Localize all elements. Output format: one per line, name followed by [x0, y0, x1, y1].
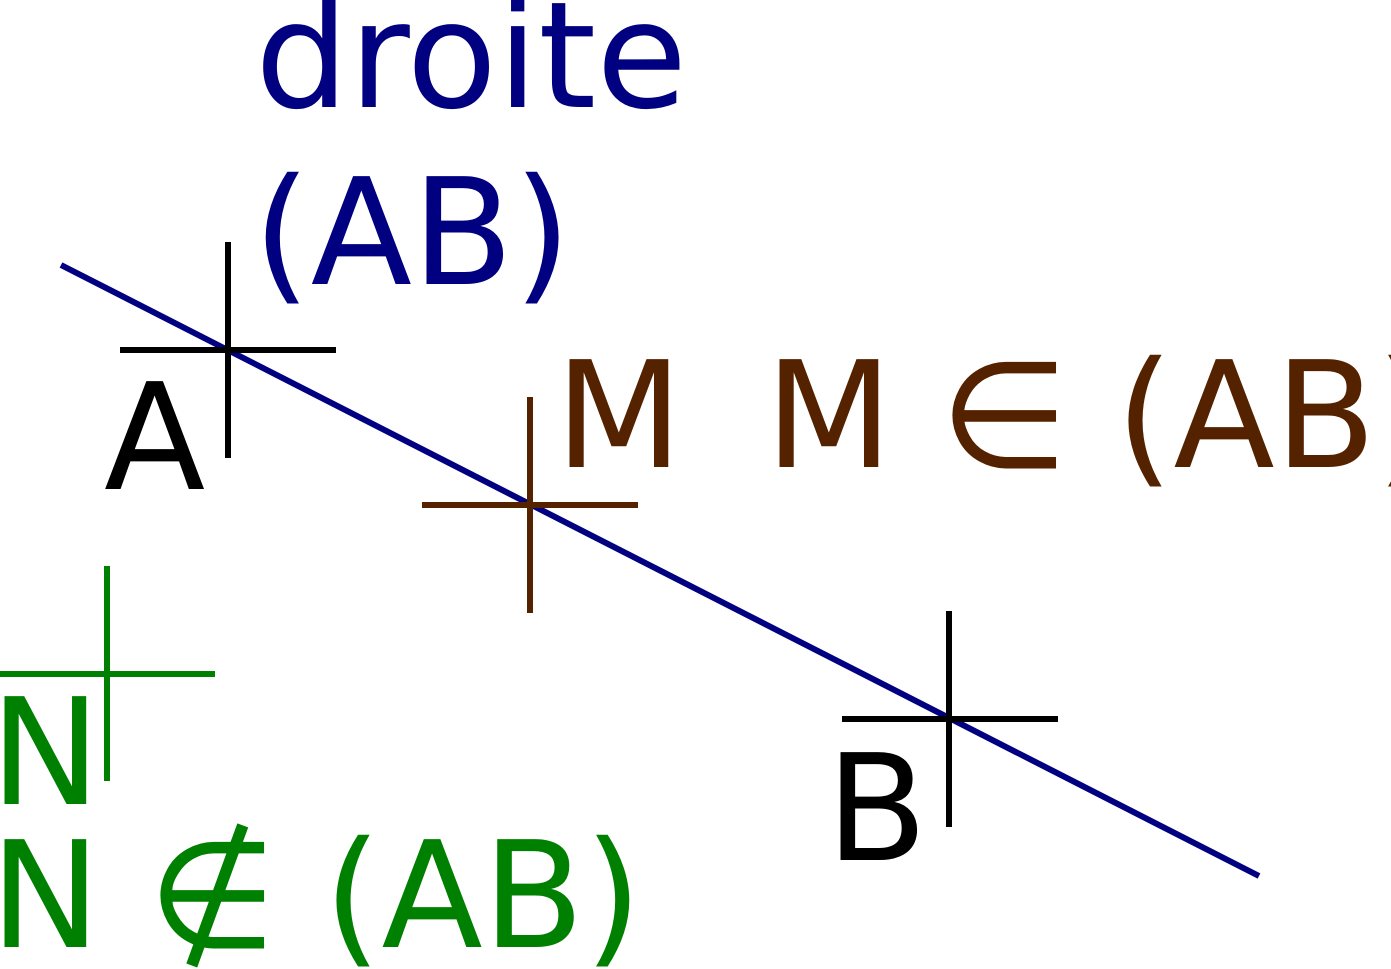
line-ab: [59, 262, 1261, 879]
point-n-marker: [0, 566, 215, 781]
point-m-marker: [422, 397, 638, 613]
point-n-label: N: [0, 667, 101, 839]
point-m-relation: M ∈ (AB): [765, 330, 1391, 502]
line-label-ab: (AB): [253, 147, 571, 319]
point-m-label: M: [555, 330, 683, 502]
point-a-label: A: [104, 352, 205, 524]
point-b-marker: [842, 611, 1058, 827]
point-a-marker: [120, 242, 336, 458]
point-b-label: B: [826, 723, 928, 895]
line-label-droite: droite: [255, 0, 687, 142]
point-n-relation: N ∉ (AB): [0, 810, 642, 969]
